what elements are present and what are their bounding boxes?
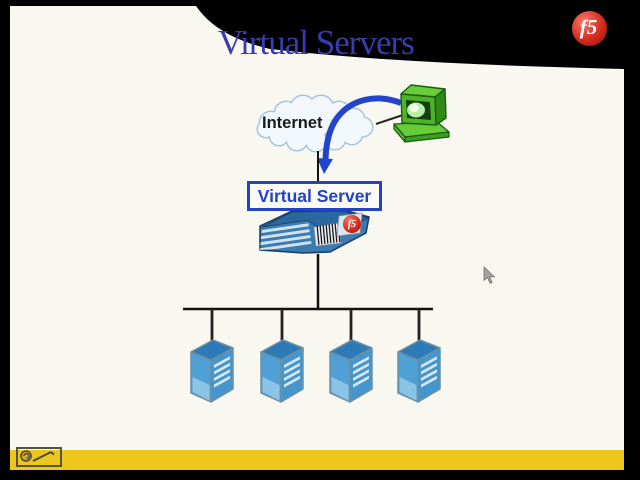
f5-appliance [259,209,370,254]
server-4 [397,339,441,403]
appliance-f5-badge: f5 [343,215,361,233]
server-drops [210,309,421,344]
virtual-server-label: Virtual Server [257,185,372,206]
cloud-computer-link [375,113,407,125]
mouse-cursor [483,266,496,284]
server-2 [260,339,304,403]
virtual-server-box: Virtual Server [247,181,382,211]
traffic-arrow [317,95,403,174]
pen-tool-button[interactable] [16,447,62,467]
annotation-bar [10,447,624,470]
server-3 [329,339,373,403]
client-computer-icon [393,84,450,143]
server-1 [190,339,234,403]
appliance-f5-text: f5 [347,218,357,230]
pen-icon [20,450,55,462]
f5-logo-text: f5 [579,15,598,39]
f5-logo: f5 [572,11,607,46]
internet-label: Internet [262,114,323,132]
slide-title: Virtual Servers [218,23,415,62]
header-swoosh [196,0,624,69]
